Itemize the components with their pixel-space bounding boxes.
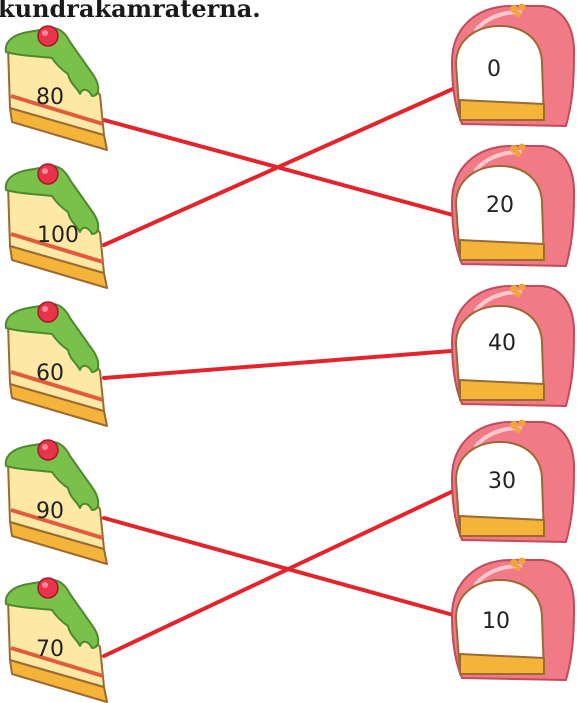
cake-item-1[interactable]: 80: [3, 24, 109, 152]
connection-line-100-0: [102, 82, 466, 247]
connection-line-60-40: [102, 348, 466, 380]
connection-line-80-20: [102, 118, 466, 220]
cake-item-2[interactable]: 100: [3, 162, 109, 290]
pastry-item-1[interactable]: 0: [450, 1, 576, 128]
pastry-item-5[interactable]: 10: [450, 555, 576, 682]
cake-value: 100: [37, 223, 79, 248]
pastry-value: 30: [488, 469, 516, 494]
cake-value: 60: [36, 361, 64, 386]
cake-value: 70: [36, 637, 64, 662]
pastry-item-3[interactable]: 40: [450, 281, 576, 408]
connection-line-70-30: [102, 484, 466, 658]
pastry-value: 40: [488, 331, 516, 356]
instruction-heading: kundrakamraterna.: [0, 0, 261, 23]
pastry-icon: [450, 555, 576, 682]
cake-value: 90: [36, 499, 64, 524]
pastry-item-2[interactable]: 20: [450, 141, 576, 268]
pastry-value: 10: [482, 609, 510, 634]
pastry-value: 0: [487, 57, 501, 82]
connection-lines: [102, 82, 466, 658]
pastry-value: 20: [486, 193, 514, 218]
pastry-item-4[interactable]: 30: [450, 417, 576, 544]
cake-item-3[interactable]: 60: [3, 300, 109, 428]
cake-item-5[interactable]: 70: [3, 576, 109, 703]
connection-line-90-10: [102, 516, 466, 620]
cake-item-4[interactable]: 90: [3, 438, 109, 566]
cake-value: 80: [36, 85, 64, 110]
pastry-icon: [450, 1, 576, 128]
